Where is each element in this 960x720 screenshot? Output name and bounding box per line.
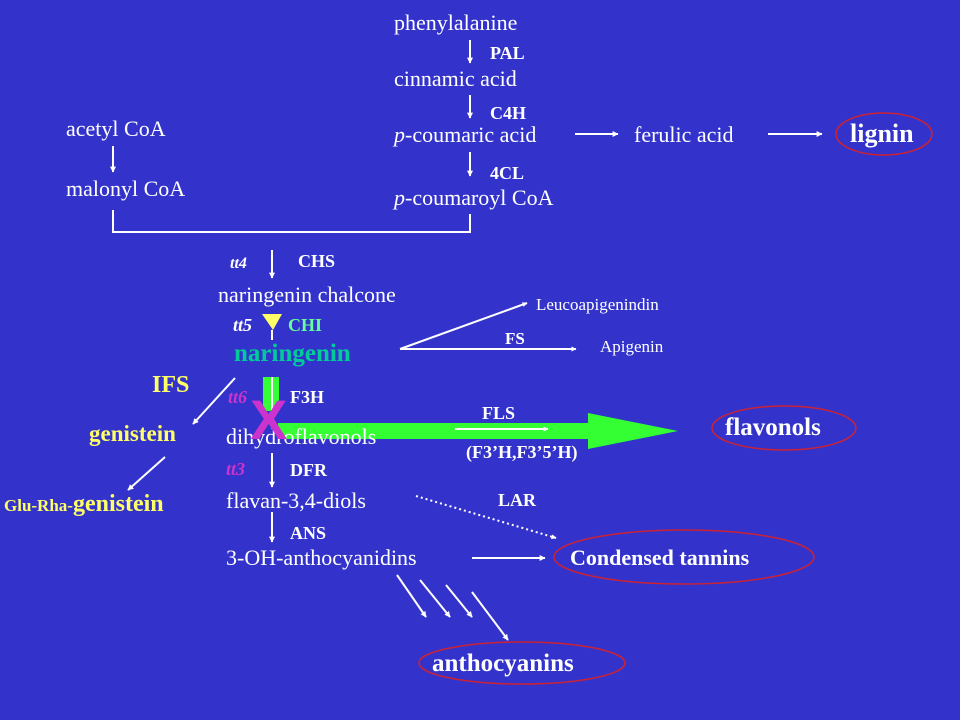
naringenin-chalcone-label: naringenin chalcone bbox=[218, 282, 396, 307]
arrow-ifs bbox=[192, 377, 236, 425]
arrow-anthocyanins-4 bbox=[471, 591, 509, 641]
enzyme-fls: FLS bbox=[482, 403, 516, 423]
cinnamic-acid-label: cinnamic acid bbox=[394, 66, 517, 91]
arrow-lar bbox=[415, 495, 557, 540]
enzyme-f3h-pair: (F3’H,F3’5’H) bbox=[466, 442, 578, 462]
enzyme-ifs: IFS bbox=[152, 372, 190, 398]
enzyme-f3h: F3H bbox=[290, 387, 324, 407]
redirect-flux-arrow bbox=[278, 413, 678, 449]
enzyme-fs: FS bbox=[505, 329, 525, 348]
ferulic-acid-label: ferulic acid bbox=[634, 122, 734, 147]
flavonols-ellipse bbox=[711, 405, 857, 451]
arrow-anthocyanins-3 bbox=[445, 584, 473, 618]
enzyme-chi: CHI bbox=[288, 315, 323, 335]
p-coumaroyl-coa-label: p-coumaroyl CoA bbox=[394, 185, 554, 210]
anthocyanins-label: anthocyanins bbox=[432, 650, 574, 677]
enzyme-lar: LAR bbox=[498, 490, 537, 510]
apigenin-label: Apigenin bbox=[600, 337, 664, 356]
enzyme-chs: CHS bbox=[298, 251, 336, 271]
block-x-mark: X bbox=[250, 388, 288, 451]
malonyl-coa-label: malonyl CoA bbox=[66, 176, 186, 201]
glu-rha-genistein-label: Glu-Rha-genistein bbox=[4, 491, 164, 517]
genistein-label: genistein bbox=[89, 421, 176, 446]
arrow-anthocyanins-2 bbox=[419, 579, 451, 618]
gene-tt6: tt6 bbox=[228, 387, 248, 407]
arrow-glycosylation bbox=[127, 456, 166, 491]
gene-tt3: tt3 bbox=[226, 459, 246, 479]
lignin-label: lignin bbox=[850, 119, 914, 148]
condensed-tannins-label: Condensed tannins bbox=[570, 545, 750, 570]
enzyme-ans: ANS bbox=[290, 523, 327, 543]
enzyme-dfr: DFR bbox=[290, 460, 327, 480]
oh-anthocyanidins-label: 3-OH-anthocyanidins bbox=[226, 545, 417, 570]
gene-tt5: tt5 bbox=[233, 315, 253, 335]
flavonols-label: flavonols bbox=[725, 414, 821, 441]
gene-tt4: tt4 bbox=[230, 255, 247, 272]
enzyme-c4h: C4H bbox=[490, 103, 526, 123]
acetyl-coa-label: acetyl CoA bbox=[66, 116, 166, 141]
dihydroflavonols-label: dihydroflavonols bbox=[226, 424, 377, 449]
anthocyanins-ellipse bbox=[418, 641, 626, 685]
phenylalanine-label: phenylalanine bbox=[394, 10, 518, 35]
condensed-tannins-ellipse bbox=[553, 529, 815, 585]
enzyme-4cl: 4CL bbox=[490, 163, 525, 183]
enzyme-pal: PAL bbox=[490, 43, 525, 63]
naringenin-flux-arrow bbox=[262, 314, 282, 330]
lignin-ellipse bbox=[835, 112, 933, 156]
arrow-to-leucoapigenindin bbox=[399, 302, 528, 350]
arrow-anthocyanins-1 bbox=[396, 574, 427, 618]
merge-bracket bbox=[112, 210, 471, 233]
leucoapigenindin-label: Leucoapigenindin bbox=[536, 295, 659, 314]
p-coumaric-acid-label: p-coumaric acid bbox=[394, 122, 537, 147]
flavan-diols-label: flavan-3,4-diols bbox=[226, 488, 366, 513]
naringenin-label: naringenin bbox=[234, 340, 351, 367]
